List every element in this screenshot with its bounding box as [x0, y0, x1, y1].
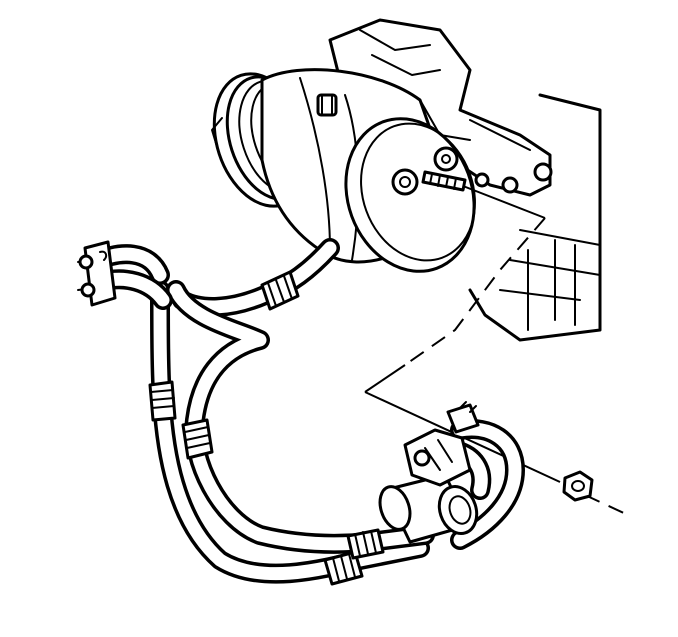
accumulator-block-fitting [403, 401, 480, 487]
mounting-bracket [328, 18, 553, 197]
compressor [211, 68, 476, 273]
middle-hose [166, 280, 435, 560]
mounting-stud [421, 170, 467, 192]
hose-assembly [77, 238, 525, 586]
hose-block-fitting [77, 240, 173, 310]
rear-head-port [391, 168, 419, 196]
discharge-hose [172, 238, 340, 317]
nut [562, 470, 594, 502]
suction-hose [148, 280, 430, 586]
accumulator-hose [445, 419, 525, 550]
engine-block [468, 93, 602, 342]
rear-head-port-upper [433, 146, 459, 172]
